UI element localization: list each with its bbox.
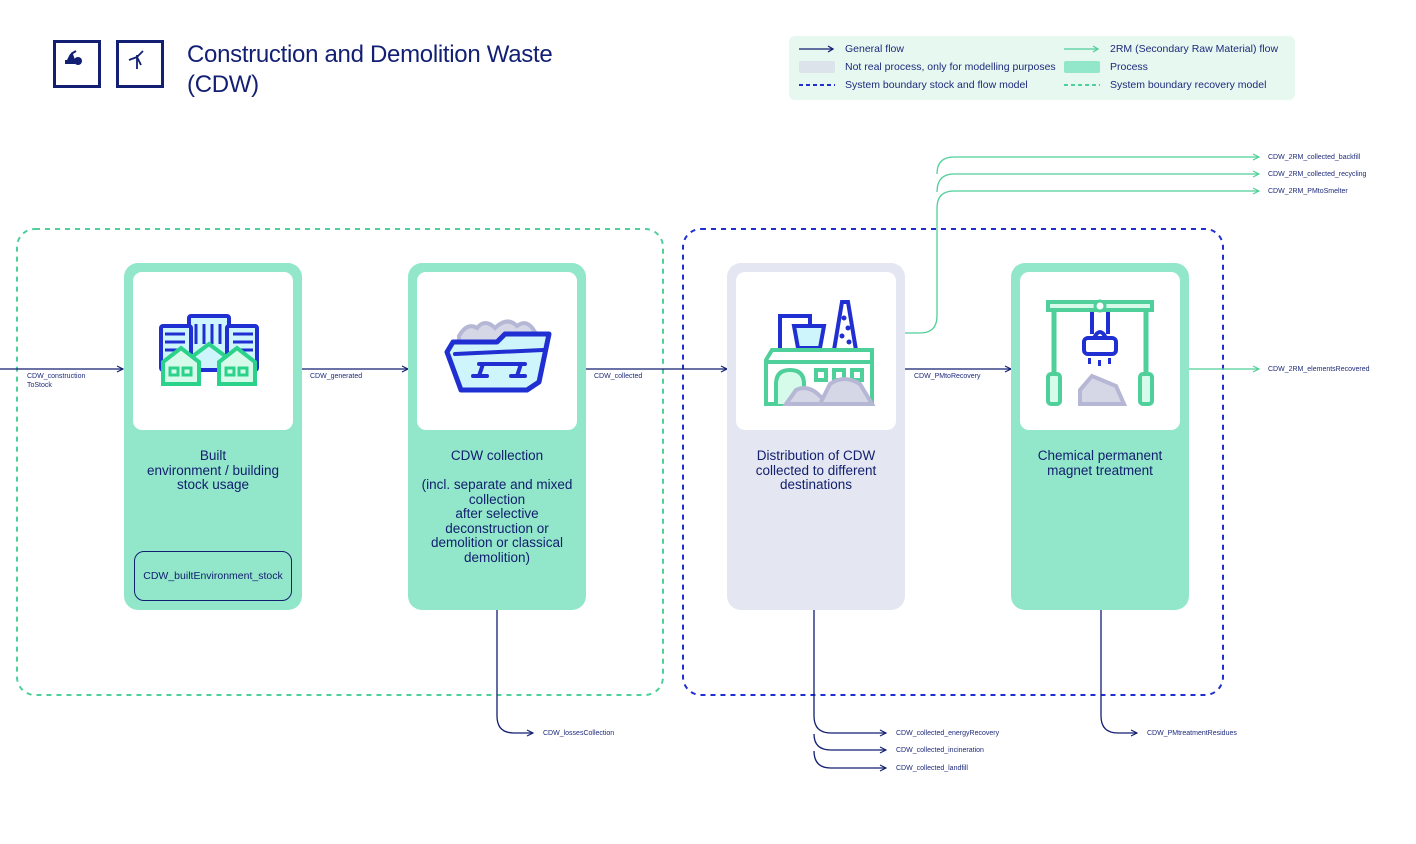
magnet-crane-icon	[1046, 299, 1154, 406]
flow-label-losses-collection: CDW_lossesCollection	[543, 730, 615, 737]
blue-dashed-line-icon	[799, 84, 835, 86]
legend-process: Process	[1064, 60, 1148, 74]
title-line-1: Construction and Demolition Waste	[187, 41, 553, 68]
process-label: Chemical permanent magnet treatment	[1037, 448, 1163, 478]
boundary-recovery-model	[16, 228, 664, 696]
legend-not-real-process: Not real process, only for modelling pur…	[799, 60, 1056, 74]
green-dashed-line-icon	[1064, 84, 1100, 86]
process-cdw-collection[interactable]: CDW collection (incl. separate and mixed…	[408, 263, 586, 610]
flow-label-generated: CDW_generated	[310, 373, 363, 380]
flow-label-2rm-pm-to-smelter: CDW_2RM_PMtoSmelter	[1268, 188, 1348, 195]
legend-general-flow: General flow	[799, 42, 904, 56]
process-pm-treatment[interactable]: Chemical permanent magnet treatment	[1011, 263, 1189, 610]
green-swatch	[1064, 61, 1100, 73]
wind-turbine-logo	[116, 40, 164, 88]
grey-swatch	[799, 61, 835, 73]
flow-label-2rm-recycling: CDW_2RM_collected_recycling	[1268, 171, 1367, 178]
process-label: Distribution of CDW collected to differe…	[755, 448, 877, 492]
icon-panel	[133, 272, 293, 430]
buildings-icon	[159, 314, 259, 386]
flow-label-collected: CDW_collected	[594, 373, 643, 380]
wind-turbine-icon	[128, 50, 144, 69]
flow-pm-treatment-residues	[1100, 609, 1137, 733]
flow-label-2rm-elements-recovered: CDW_2RM_elementsRecovered	[1268, 366, 1370, 373]
navy-arrow-icon	[799, 45, 835, 53]
flow-label-2rm-backfill: CDW_2RM_collected_backfill	[1268, 154, 1361, 161]
flow-label-pm-to-recovery: CDW_PMtoRecovery	[914, 373, 981, 380]
flow-label-pm-treatment-residues: CDW_PMtreatmentResidues	[1147, 730, 1237, 737]
excavator-icon	[65, 50, 82, 65]
flow-2rm-pm-to-smelter	[904, 191, 1259, 334]
flow-label-incineration: CDW_collected_incineration	[896, 747, 984, 754]
boundary-stock-flow-model	[682, 228, 1224, 696]
page-title: Construction and Demolition Waste (CDW)	[187, 40, 553, 100]
flow-energy-recovery	[813, 609, 886, 733]
legend-2rm-flow: 2RM (Secondary Raw Material) flow	[1064, 42, 1278, 56]
flow-2rm-backfill	[936, 157, 1259, 175]
legend-label: System boundary recovery model	[1110, 79, 1267, 91]
flow-landfill	[813, 750, 886, 768]
green-arrow-icon	[1064, 45, 1100, 53]
skip-container-icon	[444, 319, 552, 393]
flow-label-energy-recovery: CDW_collected_energyRecovery	[896, 730, 1000, 737]
icon-panel	[736, 272, 896, 430]
icon-panel	[417, 272, 577, 430]
icon-panel	[1020, 272, 1180, 430]
process-label: Built environment / building stock usage	[146, 448, 280, 492]
stock-label: CDW_builtEnvironment_stock	[143, 570, 283, 582]
legend: General flow Not real process, only for …	[789, 36, 1295, 100]
legend-system-boundary-recovery: System boundary recovery model	[1064, 78, 1266, 92]
legend-label: 2RM (Secondary Raw Material) flow	[1110, 43, 1279, 55]
process-distribution[interactable]: Distribution of CDW collected to differe…	[727, 263, 905, 610]
flow-label-construction-to-stock: CDW_construction ToStock	[27, 373, 86, 389]
legend-system-boundary-stock: System boundary stock and flow model	[799, 78, 1028, 92]
flow-incineration	[813, 733, 886, 750]
excavator-logo	[53, 40, 101, 88]
process-built-environment[interactable]: Built environment / building stock usage…	[124, 263, 302, 610]
legend-label: System boundary stock and flow model	[845, 79, 1028, 91]
flow-label-landfill: CDW_collected_landfill	[896, 765, 968, 772]
flow-2rm-recycling	[936, 174, 1259, 193]
stock-built-environment[interactable]: CDW_builtEnvironment_stock	[134, 551, 292, 601]
flow-losses-collection	[496, 609, 533, 733]
legend-label: Not real process, only for modelling pur…	[845, 61, 1056, 73]
factory-icon	[764, 300, 876, 406]
process-label: CDW collection (incl. separate and mixed…	[421, 448, 573, 565]
title-line-2: (CDW)	[187, 71, 259, 98]
legend-label: General flow	[845, 43, 904, 55]
legend-label: Process	[1110, 61, 1148, 73]
